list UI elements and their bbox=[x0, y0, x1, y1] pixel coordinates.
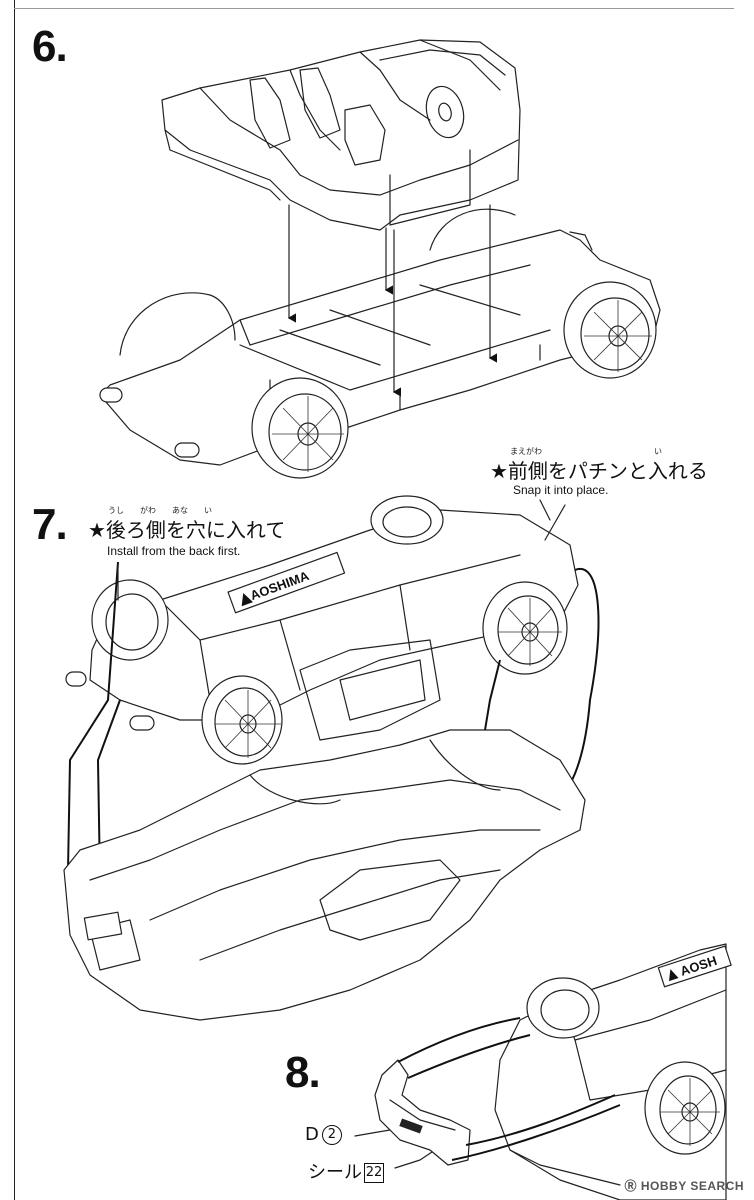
callout-back-ruby: うし がわ あな い bbox=[108, 506, 212, 515]
callout-front-ruby-left: まえがわ bbox=[510, 447, 542, 456]
step-7-number: 7. bbox=[32, 500, 68, 549]
step8-bumper-part bbox=[374, 1059, 471, 1166]
callout-back-en: Install from the back first. bbox=[107, 544, 241, 558]
sticker-text: シール bbox=[308, 1162, 362, 1183]
step-6-number: 6. bbox=[32, 22, 68, 71]
page-top-rule bbox=[14, 8, 734, 9]
sticker-number: 22 bbox=[364, 1163, 384, 1183]
page-margin-line bbox=[14, 0, 15, 1200]
step8-chassis-partial: AOSH bbox=[494, 943, 732, 1200]
step7-body-shell bbox=[63, 729, 586, 1021]
part-d-letter: D bbox=[305, 1124, 319, 1145]
step8-guide-lines bbox=[397, 1017, 621, 1161]
step6-interior-tub bbox=[161, 39, 521, 231]
step6-chassis bbox=[99, 208, 661, 479]
part-d-number: 2 bbox=[321, 1125, 342, 1145]
callout-back-jp: ★後ろ側を穴に入れて bbox=[88, 518, 286, 542]
part-d-leader bbox=[354, 1129, 391, 1137]
sticker-leader bbox=[394, 1151, 433, 1169]
snap-leader bbox=[539, 499, 551, 521]
step-8-number: 8. bbox=[285, 1048, 321, 1097]
hobby-search-watermark: Ⓡ HOBBY SEARCH bbox=[625, 1177, 744, 1194]
callout-front-jp: ★前側をパチンと入れる bbox=[490, 459, 708, 483]
callout-front-ruby-right: い bbox=[654, 447, 662, 456]
step7-chassis-upside-down: AOSHIMA bbox=[65, 495, 579, 765]
watermark-text: HOBBY SEARCH bbox=[640, 1179, 744, 1193]
callout-front-en: Snap it into place. bbox=[513, 483, 609, 497]
step6-arrows bbox=[287, 204, 498, 397]
watermark-glyph: Ⓡ bbox=[624, 1179, 638, 1193]
